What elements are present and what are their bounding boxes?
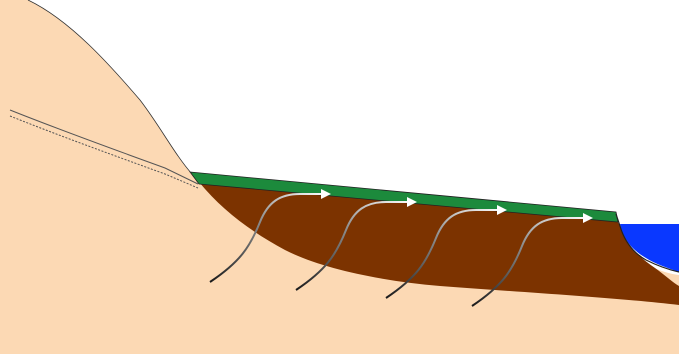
landscape-cross-section [0, 0, 679, 354]
landscape-diagram [0, 0, 679, 354]
